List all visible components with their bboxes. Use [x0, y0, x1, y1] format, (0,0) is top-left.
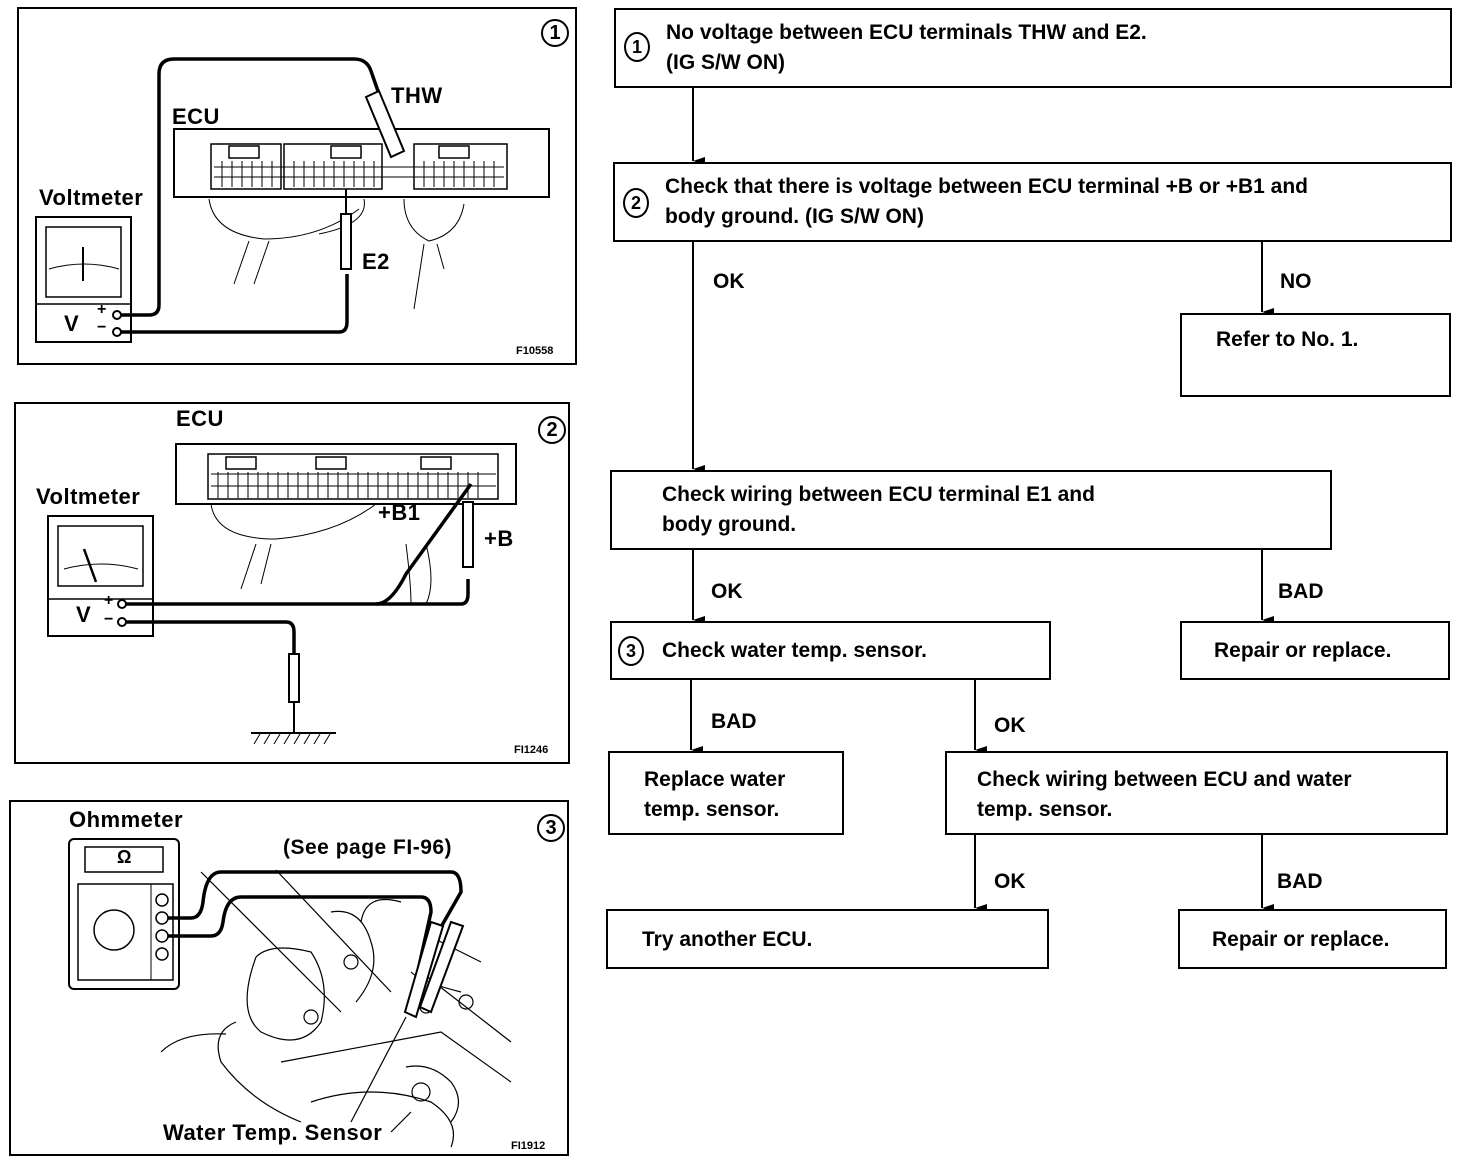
figure-3-ohmmeter-water-temp-sensor: Ohmmeter Ω (See page FI-96) Water Temp. …	[9, 800, 569, 1156]
plus-terminal-label: +	[97, 301, 107, 318]
node-text: Check water temp. sensor.	[662, 639, 927, 662]
figure-2-voltmeter-b-b1: Voltmeter ECU +B1 +B V + − 2 FI1246	[14, 402, 570, 764]
minus-terminal-label: −	[104, 611, 114, 628]
figure-code: F10558	[516, 345, 554, 357]
edge-label-n4-n6: BAD	[1278, 580, 1324, 603]
probe-thw-label: THW	[391, 83, 443, 108]
node-text: Refer to No. 1.	[1216, 328, 1359, 351]
meter-label: Ohmmeter	[69, 807, 184, 832]
plus-terminal-label: +	[104, 592, 114, 609]
probe-b-label: +B	[484, 526, 514, 551]
meter-unit-label: V	[76, 602, 92, 627]
step-number-badge: 1	[624, 32, 650, 62]
node-text: Repair or replace.	[1214, 639, 1392, 662]
meter-unit-label: V	[64, 311, 80, 336]
node-text: Repair or replace.	[1212, 928, 1390, 951]
node-text: Replace water temp. sensor.	[644, 768, 786, 821]
node-text: Check wiring between ECU terminal E1 and…	[662, 483, 1095, 536]
step-number-badge: 2	[623, 188, 649, 218]
figure-3-illustration	[68, 838, 512, 1148]
flow-check-sensor-wiring: Check wiring between ECU and water temp.…	[945, 751, 1448, 835]
edge-label-n2-n3: NO	[1280, 270, 1312, 293]
flow-step-2-check-voltage: 2 Check that there is voltage between EC…	[613, 162, 1452, 242]
node-text: No voltage between ECU terminals THW and…	[666, 21, 1147, 74]
meter-label: Voltmeter	[36, 484, 141, 509]
figure-code: FI1912	[511, 1140, 546, 1152]
ecu-label: ECU	[176, 406, 224, 431]
figure-1-illustration	[35, 57, 550, 343]
figure-number-badge: 3	[537, 814, 565, 842]
node-text: Check wiring between ECU and water temp.…	[977, 768, 1352, 821]
flow-check-e1-wiring: Check wiring between ECU terminal E1 and…	[610, 470, 1332, 550]
edge-label-n4-n5: OK	[711, 580, 743, 603]
step-number-badge: 3	[618, 636, 644, 666]
figure-number-badge: 2	[538, 416, 566, 444]
figure-2-illustration	[47, 443, 517, 745]
figure-1-voltmeter-thw-e2: Voltmeter ECU THW E2 V + − 1 F10558	[17, 7, 577, 365]
meter-unit-label: Ω	[117, 847, 132, 867]
reference-page-label: (See page FI-96)	[283, 836, 453, 859]
edge-label-n5-n7: BAD	[711, 710, 757, 733]
figure-code: FI1246	[514, 744, 549, 756]
flow-try-another-ecu: Try another ECU.	[606, 909, 1049, 969]
flow-step-1-no-voltage: 1 No voltage between ECU terminals THW a…	[614, 8, 1452, 88]
flow-replace-sensor: Replace water temp. sensor.	[608, 751, 844, 835]
figure-number-badge: 1	[541, 19, 569, 47]
probe-b1-label: +B1	[378, 500, 421, 525]
flow-refer-to-no1: Refer to No. 1.	[1180, 313, 1451, 397]
minus-terminal-label: −	[97, 319, 107, 336]
edge-label-n8-n9: OK	[994, 870, 1026, 893]
edge-label-n8-n10: BAD	[1277, 870, 1323, 893]
node-text: Try another ECU.	[642, 928, 813, 951]
meter-label: Voltmeter	[39, 185, 144, 210]
edge-label-n2-n4: OK	[713, 270, 745, 293]
flow-repair-or-replace-sensor-wiring: Repair or replace.	[1178, 909, 1447, 969]
node-text: Check that there is voltage between ECU …	[665, 175, 1309, 228]
sensor-label: Water Temp. Sensor	[163, 1120, 383, 1145]
edge-label-n5-n8: OK	[994, 714, 1026, 737]
flow-step-3-check-sensor: 3 Check water temp. sensor.	[610, 621, 1051, 680]
probe-e2-label: E2	[362, 249, 390, 274]
flow-repair-or-replace-e1: Repair or replace.	[1180, 621, 1450, 680]
ecu-label: ECU	[172, 104, 220, 129]
